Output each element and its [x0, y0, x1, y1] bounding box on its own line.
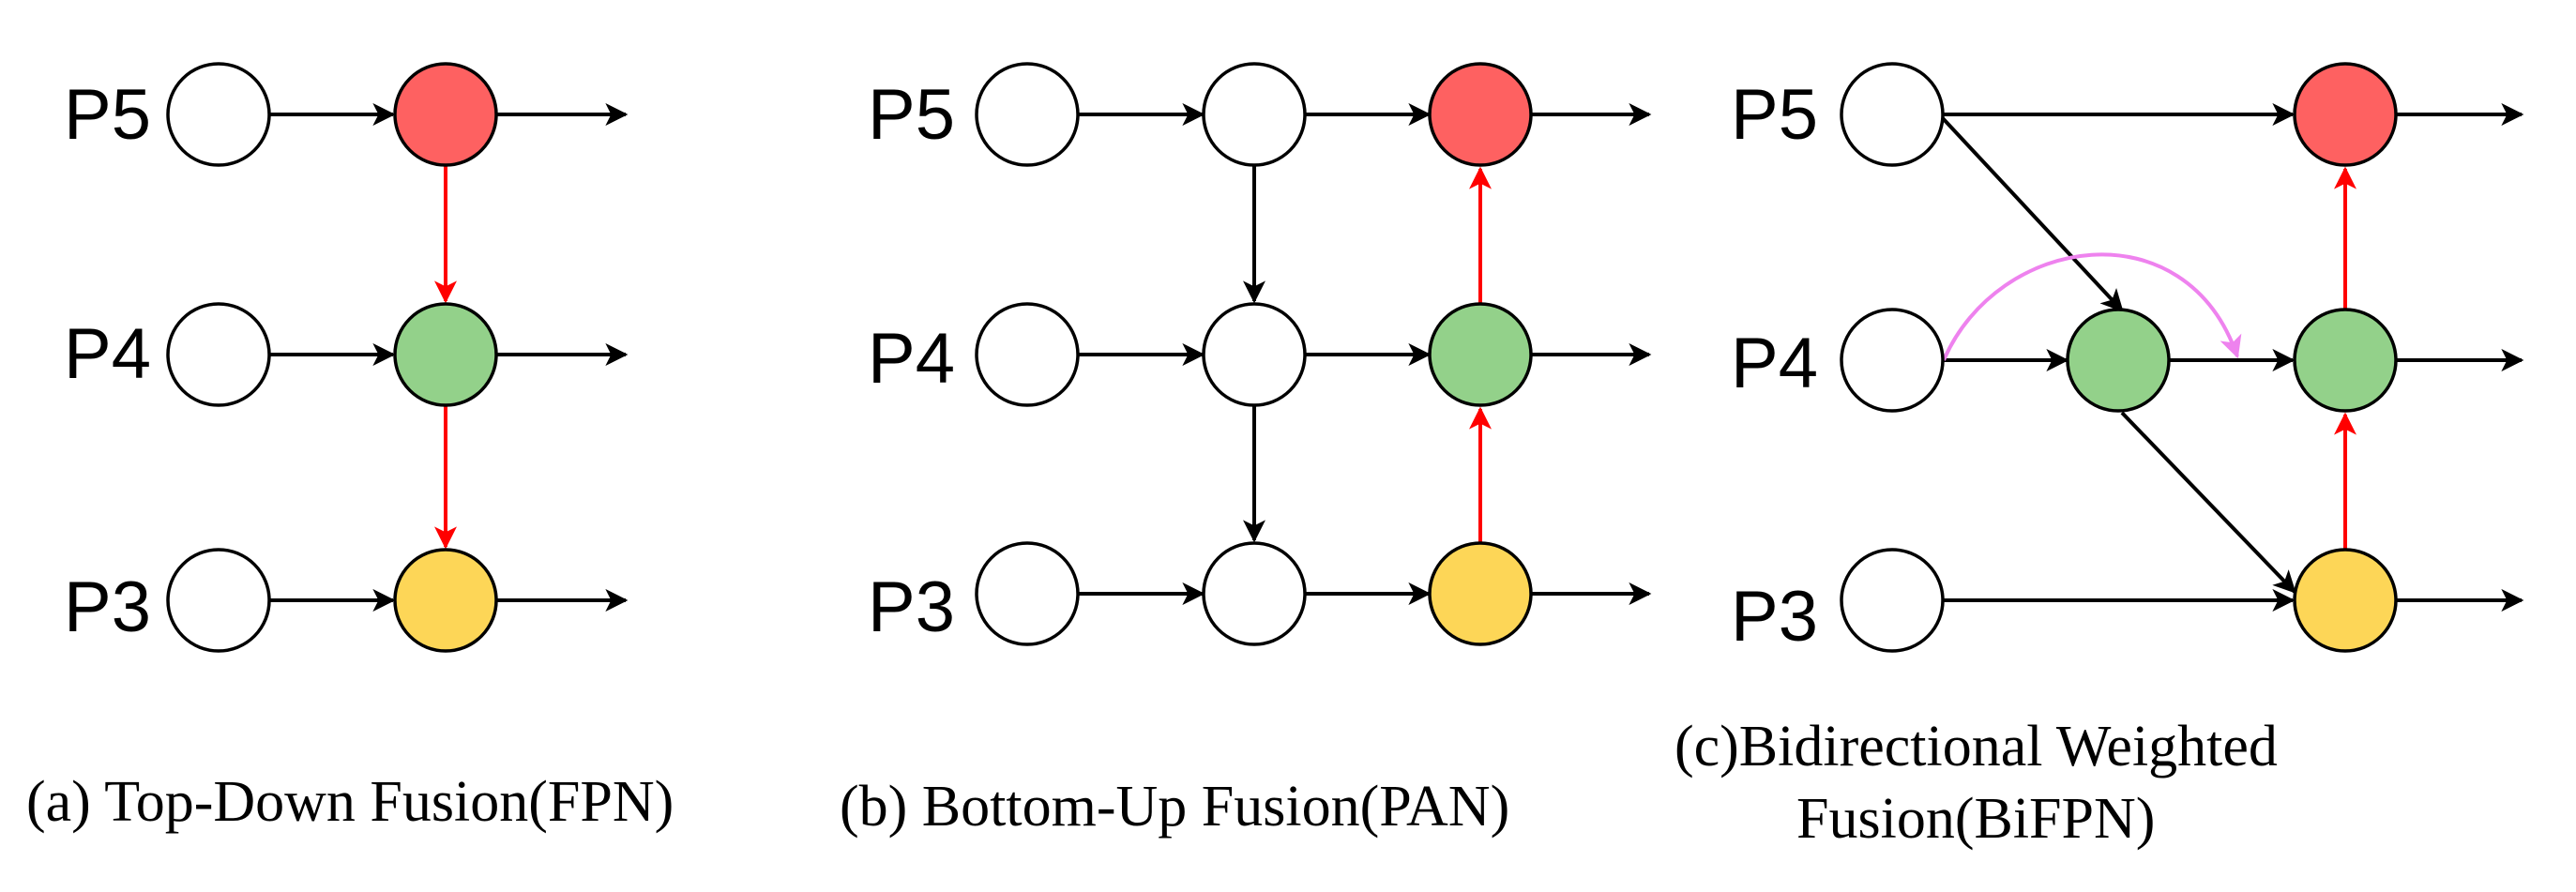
caption-a: (a) Top-Down Fusion(FPN) [26, 770, 674, 834]
node-c-input-p3 [1840, 548, 1945, 653]
level-label-p4: P4 [868, 319, 955, 399]
edge-c-diag-p4-p3 [2120, 411, 2296, 594]
node-a-fused-p5 [393, 62, 498, 167]
caption-c-line-1: (c)Bidirectional Weighted [1674, 715, 2278, 779]
edge-c-weighted-skip-p4 [1942, 252, 2242, 361]
caption-c-line-2: Fusion(BiFPN) [1796, 787, 2155, 851]
node-a-fused-p3 [393, 548, 498, 653]
level-label-p3: P3 [1731, 577, 1818, 657]
node-b-inter-p4 [1202, 302, 1307, 407]
caption-b: (b) Bottom-Up Fusion(PAN) [840, 775, 1509, 839]
panel-a-fpn: P5 P4 P3 (a) Top-Down Fusion(FPN) [26, 62, 674, 834]
node-b-input-p4 [975, 302, 1080, 407]
node-b-inter-p5 [1202, 62, 1307, 167]
level-label-p3: P3 [868, 567, 955, 647]
level-label-p5: P5 [868, 75, 955, 155]
node-b-fused-p5 [1428, 62, 1533, 167]
node-c-fused-p5 [2293, 62, 2398, 167]
node-a-input-p5 [166, 62, 271, 167]
node-b-fused-p4 [1428, 302, 1533, 407]
edge-c-diag-p5-p4 [1939, 114, 2124, 312]
node-c-input-p4 [1840, 308, 1945, 413]
level-label-p5: P5 [1731, 75, 1818, 155]
panel-b-pan: P5 P4 P3 (b) Bottom-Up Fusion(PAN) [840, 62, 1652, 839]
node-b-inter-p3 [1202, 541, 1307, 646]
node-b-input-p5 [975, 62, 1080, 167]
level-label-p5: P5 [64, 75, 151, 155]
node-c-fused-p3 [2293, 548, 2398, 653]
panel-c-bifpn: P5 P4 P3 (c)Bidirectional Weighted Fusio… [1674, 62, 2524, 851]
node-a-input-p4 [166, 302, 271, 407]
node-b-input-p3 [975, 541, 1080, 646]
node-c-fused-p4 [2293, 308, 2398, 413]
node-a-input-p3 [166, 548, 271, 653]
node-c-inter-p4 [2066, 308, 2171, 413]
level-label-p3: P3 [64, 567, 151, 647]
level-label-p4: P4 [1731, 324, 1818, 403]
node-c-input-p5 [1840, 62, 1945, 167]
level-label-p4: P4 [64, 314, 151, 394]
node-b-fused-p3 [1428, 541, 1533, 646]
node-a-fused-p4 [393, 302, 498, 407]
